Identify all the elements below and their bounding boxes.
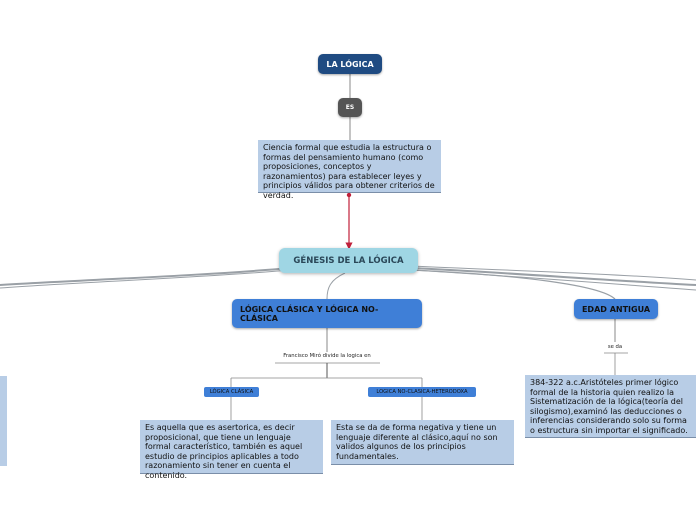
main-topic-label: LA LÓGICA	[326, 59, 374, 69]
logica-clasica-node[interactable]: LÓGICA CLÁSICA	[204, 387, 259, 397]
edad-antigua-node[interactable]: EDAD ANTIGUA	[574, 299, 658, 319]
definition-text: Ciencia formal que estudia la estructura…	[263, 143, 435, 200]
logica-no-clasica-text: Esta se da de forma negativa y tiene un …	[336, 423, 498, 461]
es-connector-node[interactable]: ES	[338, 98, 362, 117]
edad-antigua-label: EDAD ANTIGUA	[581, 304, 651, 314]
arrow-start-dot	[346, 192, 352, 198]
genesis-label: GÉNESIS DE LA LÓGICA	[293, 255, 404, 266]
logica-no-clasica-text-node[interactable]: Esta se da de forma negativa y tiene un …	[331, 420, 514, 465]
logica-clasica-branch-node[interactable]: LÓGICA CLÁSICA Y LÓGICA NO-CLÁSICA	[232, 299, 422, 328]
es-connector-label: ES	[345, 104, 355, 111]
logica-clasica-text: Es aquella que es asertorica, es decir p…	[145, 423, 303, 480]
definition-node[interactable]: Ciencia formal que estudia la estructura…	[258, 140, 441, 200]
miro-label-node[interactable]: Francisco Miró divide la logica en	[262, 353, 392, 362]
se-da-label-node[interactable]: se da	[600, 344, 630, 353]
logica-clasica-text-node[interactable]: Es aquella que es asertorica, es decir p…	[140, 420, 323, 480]
main-topic-node[interactable]: LA LÓGICA	[318, 54, 382, 74]
logica-no-clasica-label: LOGICA NO-CLASICA-HETERODOXA	[376, 389, 468, 395]
edad-antigua-text-node[interactable]: 384-322 a.c.Aristóteles primer lógico fo…	[525, 375, 696, 438]
se-da-label: se da	[607, 344, 623, 350]
logica-clasica-branch-label: LÓGICA CLÁSICA Y LÓGICA NO-CLÁSICA	[240, 304, 379, 323]
genesis-node[interactable]: GÉNESIS DE LA LÓGICA	[279, 248, 418, 273]
logica-no-clasica-node[interactable]: LOGICA NO-CLASICA-HETERODOXA	[368, 387, 476, 397]
logica-clasica-label: LÓGICA CLÁSICA	[209, 389, 254, 395]
edad-antigua-text: 384-322 a.c.Aristóteles primer lógico fo…	[530, 378, 688, 435]
miro-label: Francisco Miró divide la logica en	[283, 353, 371, 359]
offscreen-node-left	[0, 376, 7, 466]
